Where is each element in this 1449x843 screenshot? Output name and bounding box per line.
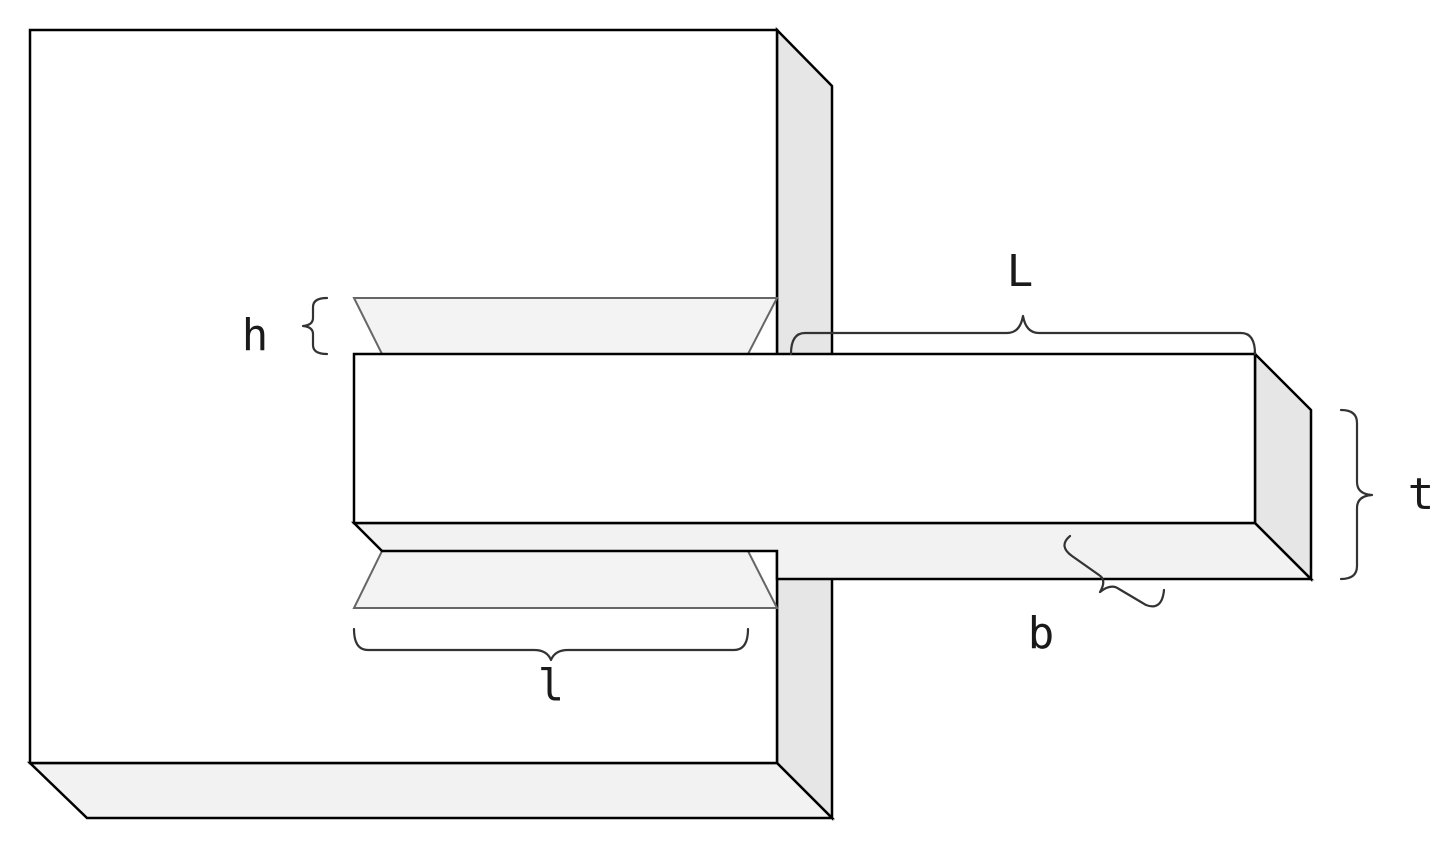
attached-plate-front-face (352, 352, 1257, 525)
weld-length-brace (352, 627, 750, 662)
overhang-length-label: L (1007, 246, 1034, 297)
plate-thickness-label: t (1408, 469, 1435, 520)
base-plate-bottom-face (26, 761, 836, 820)
bottom-fillet-weld (352, 550, 779, 609)
top-fillet-weld (352, 297, 779, 355)
attached-plate (350, 350, 1315, 583)
weld-size-label: h (242, 310, 269, 361)
weld-size-brace (301, 296, 329, 356)
weld-length-label: l (538, 660, 565, 711)
overhang-length-brace (789, 314, 1257, 356)
width-brace (1063, 534, 1166, 608)
thickness-brace (1339, 408, 1374, 581)
plate-width-label: b (1028, 608, 1055, 659)
